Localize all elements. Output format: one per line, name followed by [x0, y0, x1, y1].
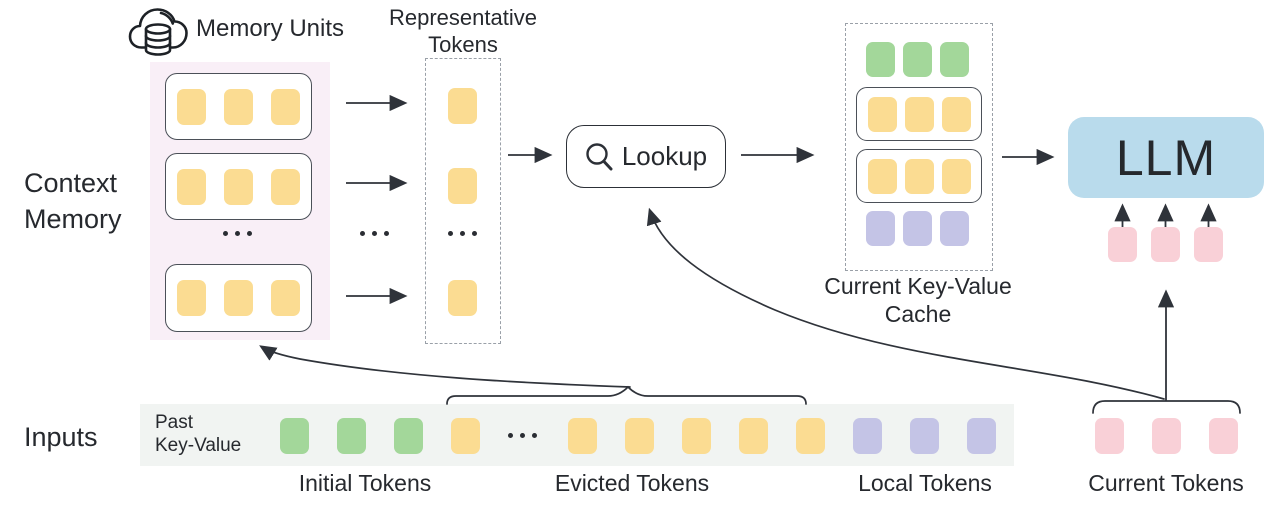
evicted-token	[796, 418, 825, 454]
cloud-database-icon	[128, 8, 188, 56]
local-token	[910, 418, 939, 454]
memory-token	[224, 88, 253, 125]
local-token	[967, 418, 996, 454]
evicted-token	[739, 418, 768, 454]
initial-token	[394, 418, 423, 454]
memory-unit-token	[904, 96, 934, 132]
memory-unit-tokens	[177, 168, 300, 205]
ellipsis-dots	[508, 433, 537, 438]
memory-unit-token	[941, 96, 971, 132]
cache-local-tokens	[866, 211, 969, 246]
evicted-tokens-label: Evicted Tokens	[554, 470, 710, 496]
representative-token-slot	[448, 280, 477, 316]
representative-token	[448, 168, 477, 204]
cache-memory-unit	[856, 87, 982, 141]
initial-token	[337, 418, 366, 454]
initial-tokens-row	[280, 418, 423, 454]
llm-label: LLM	[1115, 129, 1217, 186]
memory-unit-tokens	[177, 88, 300, 125]
initial-tokens-label: Initial Tokens	[298, 470, 432, 496]
current-kv-cache-label: Current Key-Value Cache	[824, 273, 1012, 327]
llm-node: LLM	[1068, 117, 1264, 198]
local-tokens-row	[853, 418, 996, 454]
memory-token	[271, 168, 300, 205]
current-token	[1108, 227, 1137, 262]
current-token	[1151, 227, 1180, 262]
representative-token-slot	[448, 88, 477, 124]
evicted-tokens-row-head	[451, 418, 480, 454]
memory-unit	[165, 153, 312, 220]
evicted-token	[682, 418, 711, 454]
evicted-token	[625, 418, 654, 454]
memory-unit	[165, 264, 312, 332]
ellipsis-dots	[448, 231, 477, 236]
initial-token	[903, 42, 932, 77]
representative-token-slot	[448, 168, 477, 204]
current-token	[1152, 418, 1181, 454]
llm-input-tokens	[1108, 227, 1223, 262]
memory-token	[271, 280, 300, 316]
memory-unit-tokens	[177, 280, 300, 316]
memory-units-label: Memory Units	[196, 15, 345, 42]
curve-evicted-to-context-memory	[259, 345, 631, 388]
inputs-label: Inputs	[24, 422, 98, 452]
lookup-label: Lookup	[621, 141, 708, 171]
local-token	[940, 211, 969, 246]
local-token	[853, 418, 882, 454]
lookup-node: Lookup	[566, 125, 726, 188]
representative-token	[448, 280, 477, 316]
past-key-value-label: Past Key-Value	[155, 412, 242, 456]
current-tokens-row	[1095, 418, 1238, 454]
current-token	[1095, 418, 1124, 454]
cache-unit-tokens	[867, 96, 971, 132]
cache-unit-tokens	[867, 158, 971, 194]
evicted-token	[451, 418, 480, 454]
search-icon	[586, 142, 613, 170]
brace-evicted-tokens	[446, 385, 807, 405]
cache-memory-unit	[856, 149, 982, 203]
cache-initial-tokens	[866, 42, 969, 77]
memory-token	[177, 168, 206, 205]
local-tokens-label: Local Tokens	[858, 470, 992, 496]
memory-token	[271, 88, 300, 125]
memory-token	[224, 280, 253, 316]
memory-token	[224, 168, 253, 205]
representative-tokens-box	[425, 58, 501, 344]
context-memory-label: Context Memory	[24, 168, 122, 234]
ellipsis-dots	[223, 231, 252, 236]
initial-token	[866, 42, 895, 77]
memory-unit-token	[867, 96, 897, 132]
memory-unit-token	[941, 158, 971, 194]
memory-unit	[165, 73, 312, 140]
memory-token	[177, 280, 206, 316]
representative-token	[448, 88, 477, 124]
bracket-current-tokens	[1092, 400, 1241, 414]
representative-tokens-label: Representative Tokens	[389, 5, 537, 57]
current-token	[1194, 227, 1223, 262]
current-token	[1209, 418, 1238, 454]
local-token	[866, 211, 895, 246]
local-token	[903, 211, 932, 246]
initial-token	[940, 42, 969, 77]
evicted-token	[568, 418, 597, 454]
evicted-tokens-row	[568, 418, 825, 454]
current-tokens-label: Current Tokens	[1088, 470, 1244, 496]
initial-token	[280, 418, 309, 454]
ellipsis-dots	[360, 231, 389, 236]
memory-unit-token	[867, 158, 897, 194]
memory-unit-token	[904, 158, 934, 194]
memory-token	[177, 88, 206, 125]
